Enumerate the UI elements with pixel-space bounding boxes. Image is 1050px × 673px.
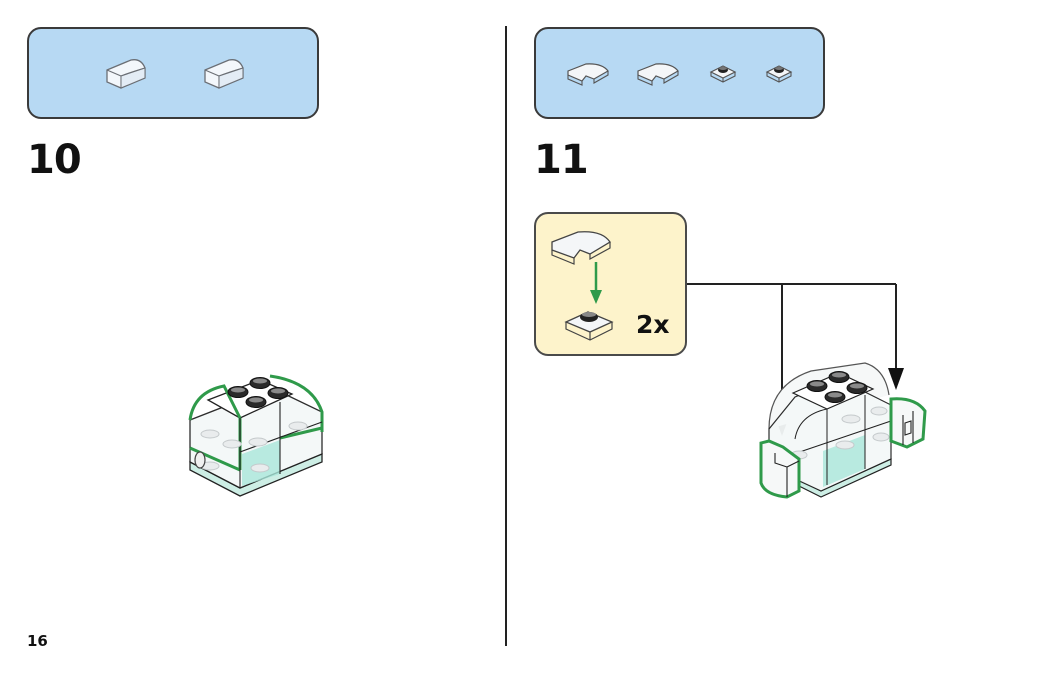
new-piece-left <box>759 439 801 499</box>
part-icon-curved-plate-1 <box>567 63 609 86</box>
model-illustration-step-10 <box>188 374 324 497</box>
step-number: 10 <box>27 137 82 183</box>
multiplier-label: 2x <box>636 310 670 339</box>
new-piece-right <box>889 397 927 449</box>
arrow-head-icon <box>888 368 904 390</box>
part-icon-curved-slope-1 <box>106 59 146 89</box>
page-divider <box>505 26 507 646</box>
part-icon-plate-with-stud-2 <box>765 65 793 83</box>
part-icon-plate-with-stud-1 <box>709 65 737 83</box>
step-number: 11 <box>534 137 589 183</box>
subassembly-illustration <box>551 231 614 341</box>
parts-list-box-step-10 <box>27 27 319 119</box>
subassembly-callout: 2x <box>534 212 687 356</box>
page-number: 16 <box>27 632 48 650</box>
part-icon-curved-plate-2 <box>637 63 679 86</box>
arrow-head-icon <box>590 290 602 304</box>
part-icon-curved-slope-2 <box>204 59 244 89</box>
parts-list-box-step-11 <box>534 27 825 119</box>
model-illustration-step-11 <box>759 362 927 499</box>
